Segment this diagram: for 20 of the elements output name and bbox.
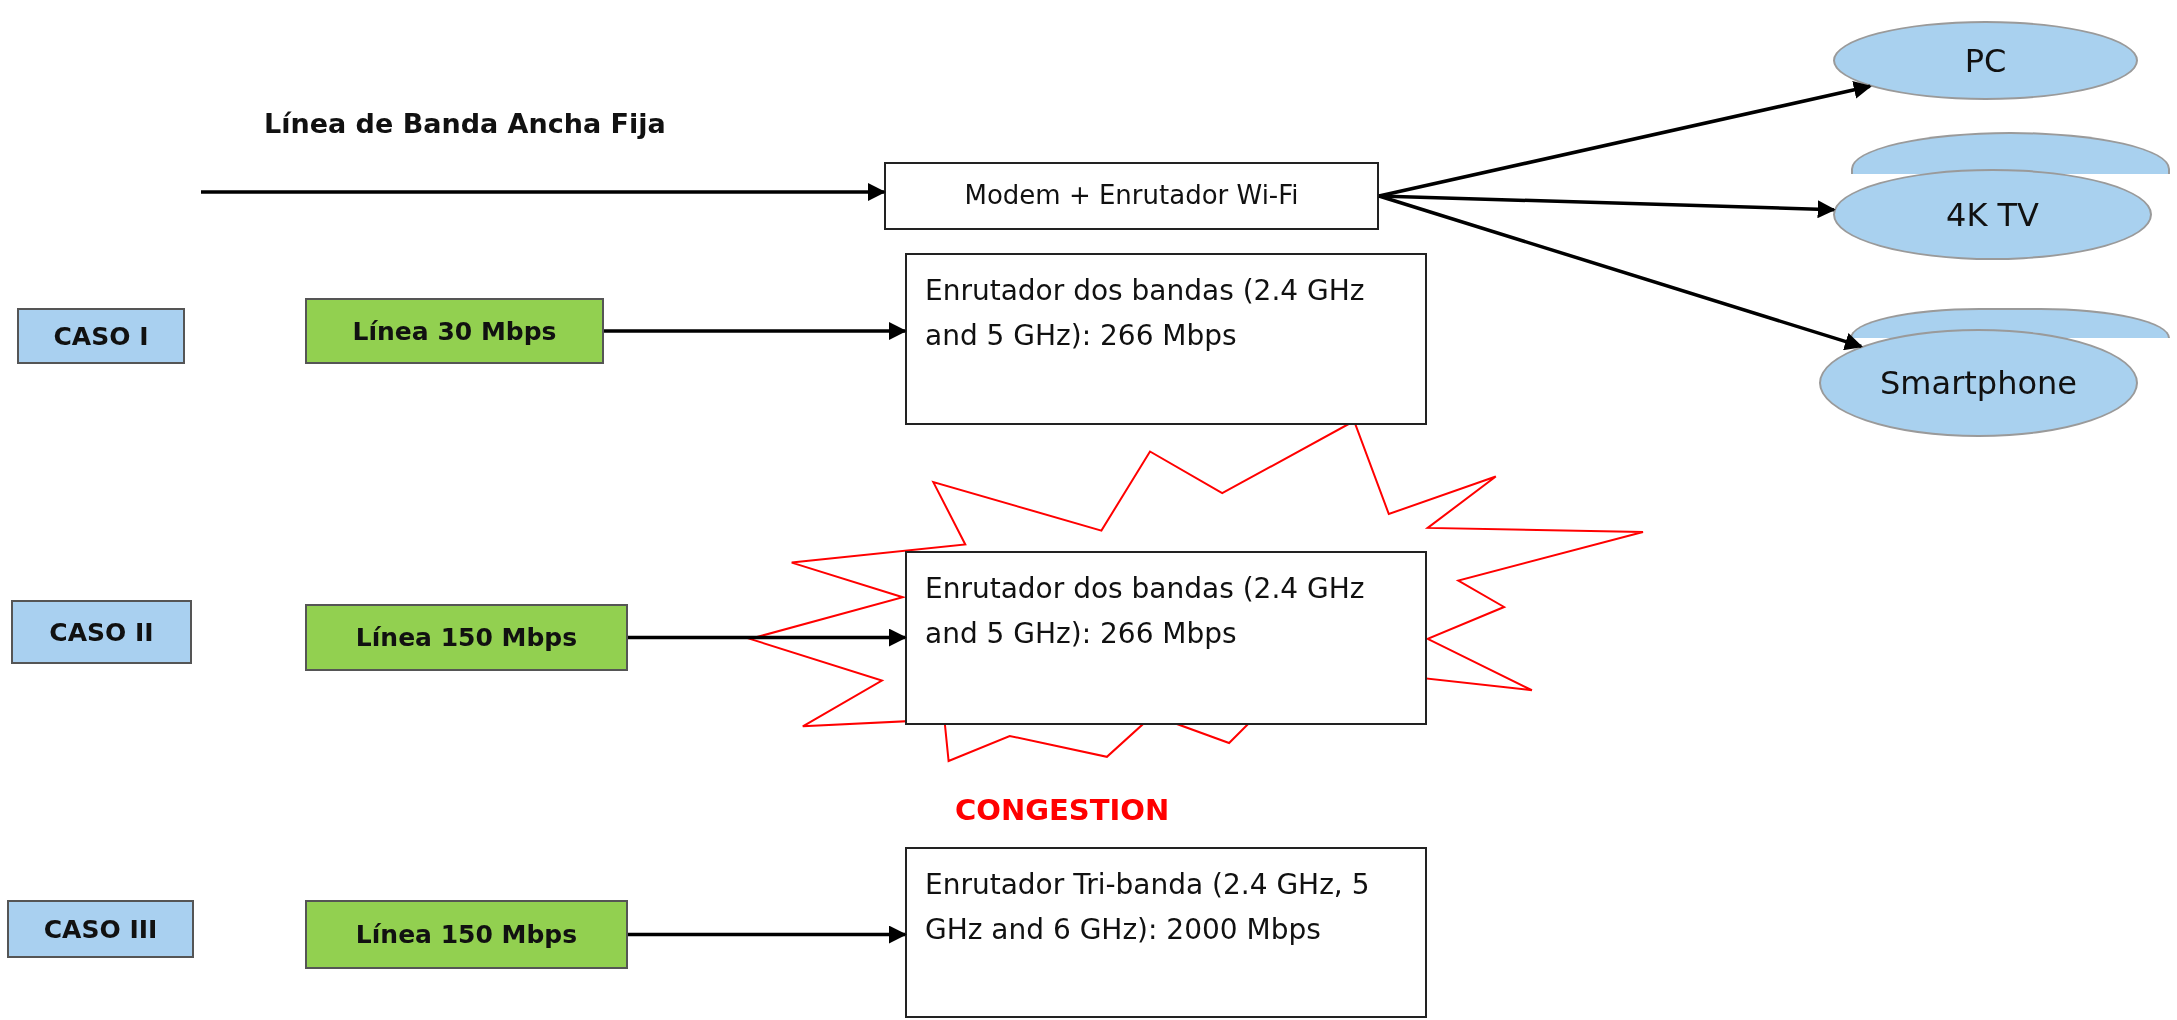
arrow xyxy=(201,183,886,201)
router-box: Enrutador Tri-banda (2.4 GHz, 5 GHz and 6 GHz): 2000 Mbps xyxy=(905,847,1427,1018)
device-ellipse: PC xyxy=(1833,21,2138,100)
case-tag: CASO III xyxy=(7,900,194,958)
arrow xyxy=(628,628,907,647)
case-tag: CASO II xyxy=(11,600,192,664)
router-box: Enrutador dos bandas (2.4 GHz and 5 GHz): 266 Mbps xyxy=(905,551,1427,725)
device-ellipse: 4K TV xyxy=(1833,169,2152,260)
case-tag: CASO I xyxy=(17,308,185,364)
device-ellipse: Smartphone xyxy=(1819,329,2138,437)
arrow xyxy=(1378,194,1863,351)
line-speed-tag: Línea 30 Mbps xyxy=(305,298,604,364)
line-speed-tag: Línea 150 Mbps xyxy=(305,900,628,969)
line-speed-tag: Línea 150 Mbps xyxy=(305,604,628,671)
router-box: Enrutador dos bandas (2.4 GHz and 5 GHz): 266 Mbps xyxy=(905,253,1427,425)
arrow xyxy=(628,925,907,944)
congestion-warning: CONGESTION xyxy=(955,793,1170,827)
edge-label: Línea de Banda Ancha Fija xyxy=(264,108,666,139)
arrow xyxy=(604,322,907,340)
device-box: Modem + Enrutador Wi-Fi xyxy=(884,162,1379,230)
